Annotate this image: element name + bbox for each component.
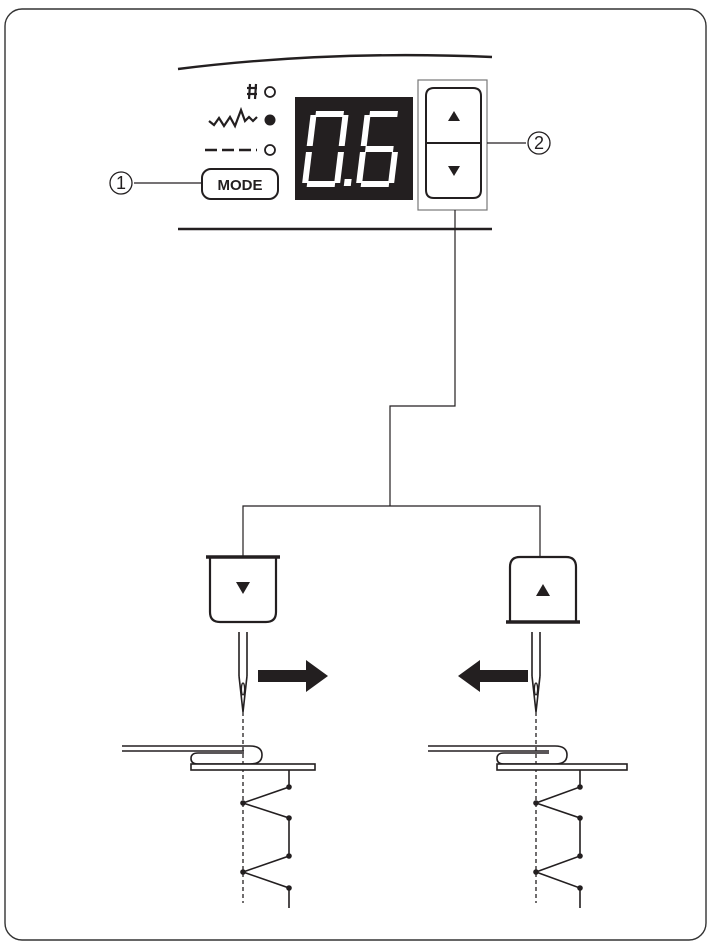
zigzag-stitch-icon [208, 106, 258, 129]
panel-top-line [177, 53, 493, 71]
example-decrease [122, 555, 328, 908]
example-increase [428, 555, 628, 908]
fabric-fold-illustration [428, 745, 628, 771]
fabric-fold-illustration [122, 745, 316, 771]
needle-icon [531, 632, 541, 713]
connector-branch [242, 505, 541, 557]
arrow-right-icon [258, 660, 328, 692]
display-decimal-point [343, 179, 352, 186]
increase-button-illustration [506, 555, 580, 624]
triangle-down-icon [236, 582, 250, 594]
callout-circle [527, 131, 551, 155]
decrease-button-illustration [206, 555, 280, 624]
callout-2-number: 2 [534, 133, 544, 153]
callout-1: 1 [109, 171, 133, 195]
triangle-down-icon [448, 166, 460, 176]
mode-indicator-straight-stitch [247, 83, 276, 100]
triangle-up-icon [448, 111, 460, 121]
mode-button[interactable]: MODE [201, 168, 279, 200]
connector-line [389, 210, 456, 506]
adjust-buttons [425, 87, 482, 199]
led-off-icon [264, 144, 276, 156]
zigzag-stitch-illustration [240, 770, 292, 908]
callout-2: 2 [527, 131, 551, 155]
led-display [295, 97, 413, 200]
mode-indicator-basting [205, 144, 276, 156]
hash-icon [247, 83, 258, 100]
display-digit-6 [356, 111, 398, 187]
needle-icon [238, 632, 248, 713]
mode-indicator-zigzag [208, 106, 276, 129]
led-on-icon [264, 114, 276, 126]
display-digits [302, 111, 398, 187]
figure-frame [4, 8, 707, 941]
arrow-left-icon [458, 660, 528, 692]
display-digit-0 [302, 111, 349, 187]
triangle-up-icon [536, 584, 550, 596]
callout-circle [109, 171, 133, 195]
mode-button-label: MODE [218, 177, 263, 194]
callout-1-number: 1 [116, 173, 126, 193]
led-off-icon [264, 86, 276, 98]
zigzag-stitch-illustration [533, 770, 583, 908]
